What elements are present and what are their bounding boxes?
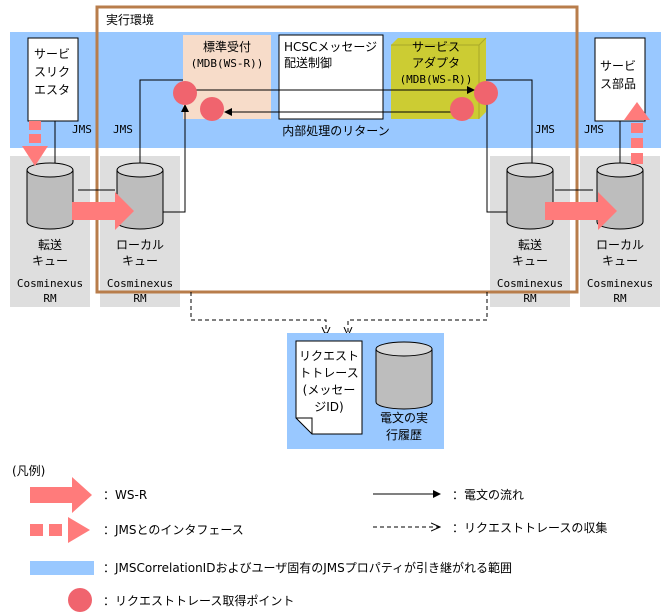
request-trace-document bbox=[295, 340, 363, 435]
request-trace-label: リクエスト bbox=[299, 349, 359, 363]
history-db-label: 電文の実 bbox=[380, 410, 428, 425]
legend-message-flow-label: ：電文の流れ bbox=[452, 487, 524, 502]
local-queue-label: ローカル bbox=[596, 238, 644, 252]
service-part-label: ス部品 bbox=[600, 76, 636, 91]
trace-point-adapter-in bbox=[474, 81, 498, 105]
transfer-queue-cylinder-left bbox=[26, 162, 74, 230]
rm-label: RM bbox=[613, 292, 627, 305]
service-requester-label: エスタ bbox=[34, 83, 70, 97]
legend-wsr-swatch bbox=[30, 477, 92, 513]
jms-label: JMS bbox=[584, 123, 604, 136]
service-requester-label: スリク bbox=[34, 65, 70, 79]
environment-title: 実行環境 bbox=[106, 12, 154, 27]
transfer-queue-label: 転送 bbox=[518, 237, 542, 252]
service-requester-box bbox=[27, 37, 79, 122]
rm-label: Cosminexus bbox=[17, 277, 83, 290]
legend-scope-swatch bbox=[30, 561, 94, 575]
jms-label: JMS bbox=[535, 123, 555, 136]
history-db-cylinder bbox=[375, 341, 433, 410]
standard-receiver-box bbox=[183, 35, 271, 119]
hcsc-control-label: HCSCメッセージ bbox=[284, 40, 377, 54]
legend-trace-collect-label: ：リクエストトレースの収集 bbox=[452, 520, 607, 535]
request-trace-label: トトレース bbox=[299, 366, 358, 380]
rm-label: RM bbox=[43, 292, 57, 305]
hcsc-control-label: 配送制御 bbox=[284, 55, 332, 70]
jms-label: JMS bbox=[113, 123, 133, 136]
service-adapter-label: (MDB(WS-R)) bbox=[400, 73, 473, 86]
rm-label: Cosminexus bbox=[107, 277, 173, 290]
local-queue-label: キュー bbox=[602, 254, 638, 268]
transfer-queue-label: キュー bbox=[512, 254, 548, 268]
internal-return-label: 内部処理のリターン bbox=[282, 123, 389, 138]
wsr-arrow-right bbox=[545, 192, 617, 230]
service-adapter-edge bbox=[478, 37, 487, 46]
legend-trace-point-label: ：リクエストトレース取得ポイント bbox=[103, 593, 294, 608]
request-trace-label: ジID) bbox=[314, 400, 343, 414]
trace-point-adapter-out bbox=[450, 97, 474, 121]
standard-receiver-label: 標準受付 bbox=[203, 39, 251, 54]
local-queue-label: キュー bbox=[122, 254, 158, 268]
trace-collect-line-right bbox=[348, 292, 488, 336]
legend-jms-interface-swatch bbox=[30, 517, 90, 543]
legend-scope-label: ：JMSCorrelationIDおよびユーザ固有のJMSプロパティが引き継がれ… bbox=[103, 560, 512, 575]
rm-label: Cosminexus bbox=[587, 277, 653, 290]
trace-collect-line-left bbox=[190, 292, 326, 336]
transfer-queue-label: 転送 bbox=[38, 237, 62, 252]
document-fold bbox=[296, 417, 313, 434]
rm-label: Cosminexus bbox=[497, 277, 563, 290]
jms-interface-arrow-part bbox=[624, 102, 650, 164]
transfer-queue-label: キュー bbox=[32, 254, 68, 268]
jms-interface-arrow-requester bbox=[22, 121, 48, 166]
wsr-arrow-left bbox=[72, 192, 134, 230]
flow-line-adapter-right bbox=[486, 79, 533, 170]
service-part-label: サービ bbox=[600, 59, 636, 73]
flow-arrow-to-receiver bbox=[161, 104, 189, 213]
service-adapter-label: サービス bbox=[412, 40, 460, 54]
message-history-db-icon bbox=[375, 341, 433, 410]
service-adapter-label: アダプタ bbox=[412, 55, 460, 70]
legend-wsr-label: ：WS-R bbox=[103, 488, 147, 502]
hcsc-control-box bbox=[278, 34, 384, 120]
transfer-queue-cylinder-right bbox=[506, 162, 554, 230]
legend-title: (凡例) bbox=[12, 464, 45, 478]
request-trace-label: (メッセー bbox=[303, 383, 356, 397]
flow-line-receiver-left bbox=[139, 79, 183, 170]
execution-environment-border bbox=[95, 5, 579, 294]
rm-label: RM bbox=[523, 292, 537, 305]
jms-label: JMS bbox=[72, 123, 92, 136]
rm-label: RM bbox=[133, 292, 147, 305]
standard-receiver-label: (MDB(WS-R)) bbox=[191, 57, 264, 70]
legend-trace-point-swatch bbox=[68, 588, 92, 612]
trace-point-receiver-in bbox=[173, 81, 197, 105]
history-db-label: 行履歴 bbox=[386, 428, 422, 442]
trace-point-receiver-out bbox=[200, 97, 224, 121]
legend-jms-interface-label: ：JMSとのインタフェース bbox=[103, 523, 244, 537]
local-queue-label: ローカル bbox=[116, 238, 164, 252]
service-requester-label: サービ bbox=[34, 47, 70, 61]
